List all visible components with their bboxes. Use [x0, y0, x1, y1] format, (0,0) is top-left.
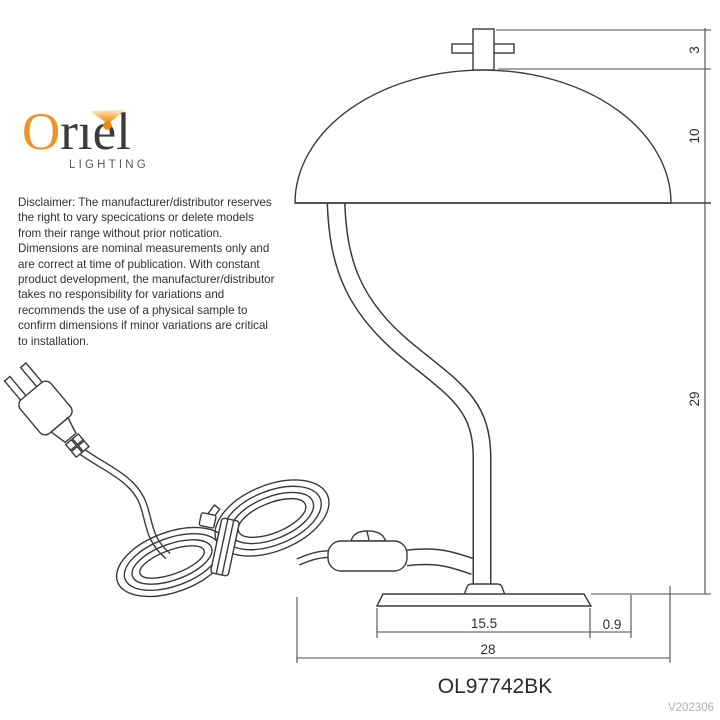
lamp-shade [294, 69, 711, 204]
product-code: OL97742BK [438, 675, 552, 698]
brand-tagline: LIGHTING [69, 159, 149, 171]
inline-switch [327, 530, 408, 572]
lamp-arm [326, 201, 492, 586]
dimension-label-finial: 3 [687, 46, 702, 54]
cable-tie-clip [198, 503, 221, 529]
column-foot [462, 583, 507, 596]
dimension-label-base-edge: 0.9 [603, 617, 622, 632]
switch-cord [404, 548, 477, 576]
lamp-base [375, 593, 593, 607]
dimension-label-column-height: 29 [687, 391, 702, 406]
lampshade-icon [90, 110, 125, 130]
power-cord [78, 447, 171, 560]
version-code: V202306 [668, 702, 714, 714]
brand-logo: Orıel LIGHTING [22, 103, 202, 172]
dimension-label-shade-diameter: 28 [480, 642, 495, 657]
dimension-label-shade-height: 10 [687, 128, 702, 143]
dimension-label-base-width: 15.5 [471, 616, 497, 631]
cord-coil [115, 479, 333, 598]
cable-tie [210, 517, 240, 577]
lamp-finial [451, 28, 515, 71]
disclaimer-text: Disclaimer: The manufacturer/distributor… [18, 196, 275, 348]
brand-initial: O [22, 103, 61, 161]
power-plug [3, 362, 90, 459]
brand-wordmark: Orıel [22, 103, 202, 161]
dimension-lines: 3 10 29 15.5 0.9 28 [296, 28, 711, 663]
